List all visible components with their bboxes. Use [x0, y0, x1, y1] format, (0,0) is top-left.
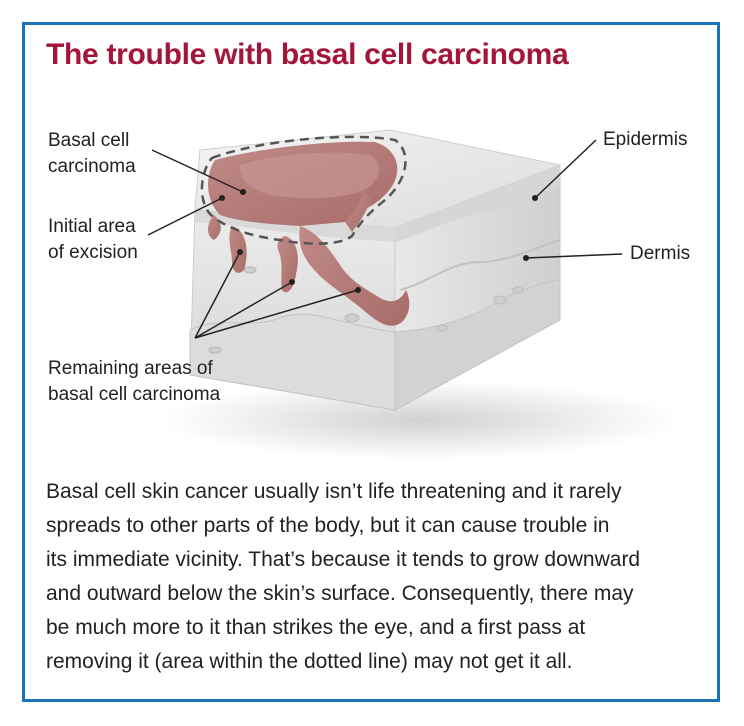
block-shadow	[160, 380, 680, 460]
dermal-cell	[493, 295, 507, 305]
leader-line-remaining-1	[194, 251, 241, 339]
dermal-cell	[436, 324, 448, 332]
label-epidermis: Epidermis	[603, 129, 688, 150]
label-dermis: Dermis	[630, 243, 691, 264]
subcutaneous-layer-front	[189, 313, 396, 411]
caption-line: and outward below the skin’s surface. Co…	[46, 582, 634, 605]
tumor-core-lighter	[239, 152, 380, 199]
caption-line: Basal cell skin cancer usually isn’t lif…	[46, 480, 622, 503]
label-initial-area-of-excision: Initial area of excision	[48, 216, 138, 263]
dermal-cell	[512, 286, 524, 294]
leader-line-remaining-3	[194, 289, 359, 339]
leader-line-dermis	[525, 253, 623, 259]
label-remaining-areas: Remaining areas of basal cell carcinoma	[48, 358, 221, 405]
dermis-wave-right	[399, 239, 561, 291]
leader-line-bcc	[151, 149, 244, 193]
caption-line: its immediate vicinity. That’s because i…	[46, 548, 641, 571]
dermal-cell	[344, 313, 360, 323]
caption-line: removing it (area within the dotted line…	[46, 650, 573, 673]
leader-line-epidermis	[534, 139, 597, 199]
tumor-extension	[345, 192, 372, 232]
tumor-extension	[277, 236, 298, 293]
tumor-extension	[299, 226, 410, 326]
figure-caption: Basal cell skin cancer usually isn’t lif…	[46, 475, 706, 679]
leader-line-remaining-2	[194, 281, 293, 339]
dermal-cell	[208, 346, 222, 354]
epidermis-layer-right	[395, 165, 560, 242]
dermal-cell	[243, 266, 257, 274]
caption-line: be much more to it than strikes the eye,…	[46, 616, 586, 639]
caption-line: spreads to other parts of the body, but …	[46, 514, 610, 537]
figure-title: The trouble with basal cell carcinoma	[46, 38, 569, 71]
leader-line-excision	[147, 197, 223, 236]
label-basal-cell-carcinoma: Basal cell carcinoma	[48, 130, 136, 177]
tumor-extension	[229, 226, 247, 273]
excision-dashed-line	[200, 135, 407, 245]
